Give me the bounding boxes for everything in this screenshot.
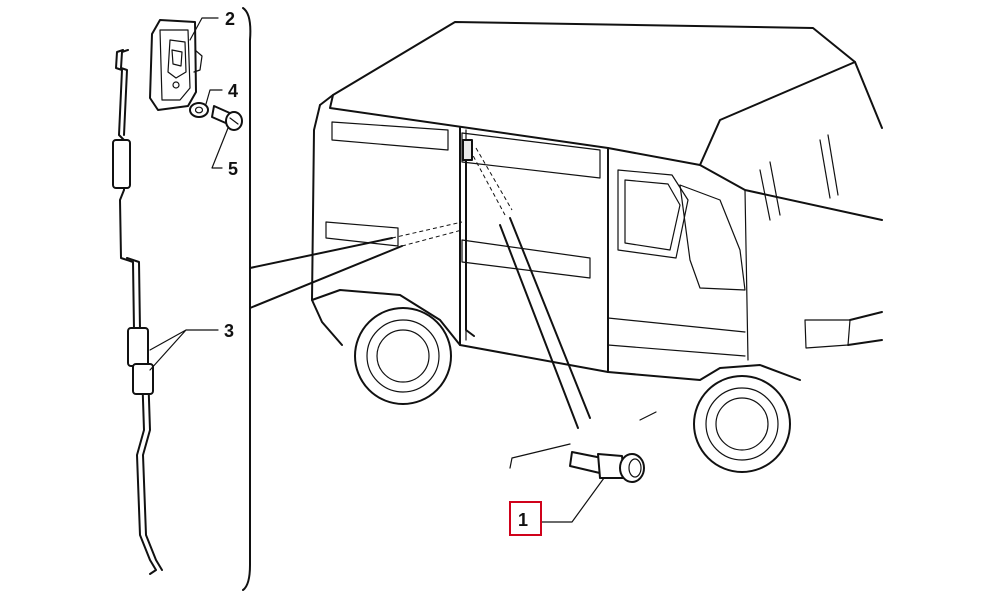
door-lock bbox=[149, 19, 203, 111]
callout-1: 1 bbox=[518, 510, 528, 530]
leader-4 bbox=[205, 89, 223, 105]
door-rod-assembly bbox=[112, 49, 163, 575]
callout-3: 3 bbox=[224, 321, 234, 341]
van-door-latch bbox=[462, 139, 473, 161]
van-illustration bbox=[311, 21, 883, 473]
door-rod bbox=[115, 49, 157, 575]
callout-2: 2 bbox=[225, 9, 235, 29]
leader-1 bbox=[541, 477, 605, 523]
detail-bracket bbox=[242, 7, 252, 591]
leader-5 bbox=[211, 127, 229, 169]
van-door-rod bbox=[465, 151, 475, 337]
bolt-pointer-wedge bbox=[499, 217, 591, 429]
striker-bolt bbox=[569, 451, 645, 483]
rod-clip-upper bbox=[112, 139, 131, 189]
callout-5: 5 bbox=[228, 159, 238, 179]
pointer-wedge bbox=[249, 237, 403, 309]
leader-3 bbox=[149, 329, 219, 371]
screw bbox=[211, 105, 243, 131]
rod-clip-lower bbox=[132, 363, 154, 395]
rod-clip-middle bbox=[127, 327, 149, 367]
leader-2 bbox=[189, 17, 219, 41]
washer bbox=[189, 102, 209, 118]
callout-4: 4 bbox=[228, 81, 238, 101]
callout-1-highlight-box bbox=[509, 501, 542, 536]
